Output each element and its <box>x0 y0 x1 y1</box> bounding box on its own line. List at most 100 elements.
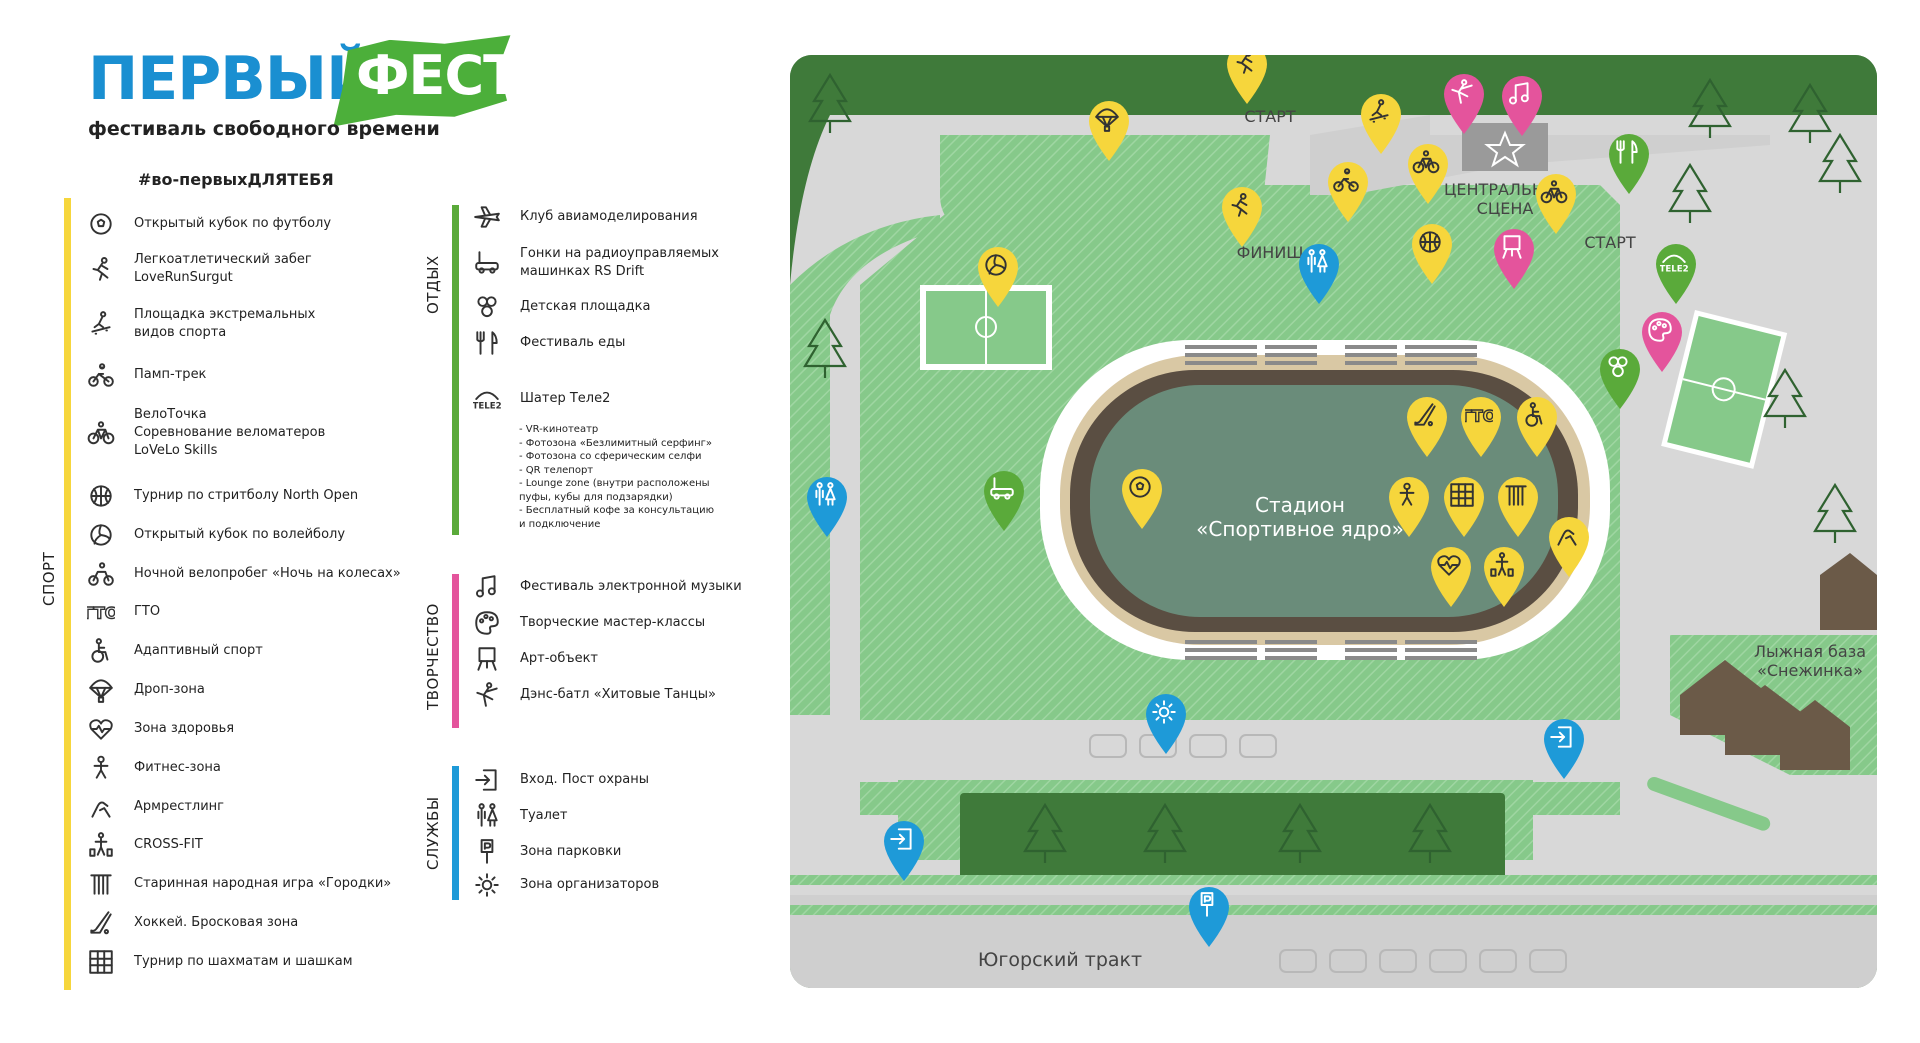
toilet-icon <box>811 481 843 513</box>
legend-item: Туалет <box>472 801 567 831</box>
fitness-icon <box>1393 481 1425 513</box>
basketball-icon <box>1416 228 1448 260</box>
map-pin-kids[interactable] <box>1596 345 1644 411</box>
map-pin-tele2[interactable]: TELE2 <box>1652 240 1700 306</box>
svg-text:TELE2: TELE2 <box>1660 265 1688 275</box>
bmx-icon <box>1332 166 1364 198</box>
skateboard-icon <box>1365 98 1397 130</box>
legend-item: Зона здоровья <box>86 714 234 744</box>
map-pin-parking[interactable] <box>1185 883 1233 949</box>
toilet-icon <box>472 801 502 831</box>
map-label-start-top: СТАРТ <box>1244 107 1296 126</box>
map-pin-food[interactable] <box>1605 130 1653 196</box>
logo-word-fest: ФЕСТ <box>356 44 520 107</box>
entrance-icon <box>472 765 502 795</box>
map-pin-volleyball[interactable] <box>974 243 1022 309</box>
map-pin-gto[interactable]: ГТО <box>1457 393 1505 459</box>
music-icon <box>472 572 502 602</box>
map-pin-gorodki[interactable] <box>1494 473 1542 539</box>
map-pin-entrance[interactable] <box>1540 715 1588 781</box>
map-pin-runner[interactable] <box>1223 55 1271 106</box>
legend-item: Армрестлинг <box>86 792 224 822</box>
map-pin-music[interactable] <box>1498 72 1546 138</box>
legend-item-label: ВелоТочка Соревнование веломатеров LoVeL… <box>134 407 326 458</box>
bmx-icon <box>86 360 116 390</box>
map-pin-gear[interactable] <box>1142 690 1190 756</box>
legend-item: Старинная народная игра «Городки» <box>86 869 391 899</box>
map-pin-runner[interactable] <box>1218 183 1266 249</box>
legend-item-label: Турнир по стритболу North Open <box>134 488 359 503</box>
toilet-icon <box>1303 248 1335 280</box>
volleyball-icon <box>982 251 1014 283</box>
map-pin-parachute[interactable] <box>1085 97 1133 163</box>
logo-word-first: ПЕРВЫЙ <box>88 44 376 114</box>
legend-item: Дроп-зона <box>86 675 205 705</box>
map-pin-entrance[interactable] <box>880 817 928 883</box>
map-pin-toilet[interactable] <box>1295 240 1343 306</box>
legend-item: Гонки на радиоуправляемых машинках RS Dr… <box>472 245 719 281</box>
legend-item: Дэнс-батл «Хитовые Танцы» <box>472 680 716 710</box>
tele2-icon: TELE2 <box>472 384 502 414</box>
legend-item-label: Открытый кубок по волейболу <box>134 527 346 542</box>
legend-item-label: Гонки на радиоуправляемых машинках RS Dr… <box>520 246 719 279</box>
legend-item: Творческие мастер-классы <box>472 608 705 638</box>
football-icon <box>86 209 116 239</box>
parking-icon <box>1193 891 1225 923</box>
svg-text:ГТО: ГТО <box>87 603 115 622</box>
map-pin-fitness[interactable] <box>1385 473 1433 539</box>
armwrestling-icon <box>1553 521 1585 553</box>
map-pin-dance[interactable] <box>1440 70 1488 136</box>
map-pin-bicycle[interactable] <box>1404 140 1452 206</box>
legend-item: Открытый кубок по футболу <box>86 209 331 239</box>
map-pin-bmx[interactable] <box>1324 158 1372 224</box>
map-pin-crossfit[interactable] <box>1480 543 1528 609</box>
rest-category-label: ОТДЫХ <box>424 255 442 314</box>
map-pin-toilet[interactable] <box>803 473 851 539</box>
legend-item-label: Адаптивный спорт <box>134 643 263 658</box>
creative-category-bar <box>452 574 459 728</box>
map-pin-wheelchair[interactable] <box>1513 393 1561 459</box>
legend-item-label: Дроп-зона <box>134 682 205 697</box>
legend-item: Зона парковки <box>472 837 621 867</box>
tele2-tent-notes: - VR-кинотеатр - Фотозона «Безлимитный с… <box>519 424 715 530</box>
legend-item-label: Зона организаторов <box>520 877 660 892</box>
heart-icon <box>1435 551 1467 583</box>
map-pin-armwrestling[interactable] <box>1545 513 1593 579</box>
ski-base-label: Лыжная база «Снежинка» <box>1753 642 1867 680</box>
fitness-icon <box>86 753 116 783</box>
map-pin-palette[interactable] <box>1638 308 1686 374</box>
legend-item-label: Фестиваль еды <box>520 335 626 350</box>
map-pin-rc-car[interactable] <box>980 467 1028 533</box>
map-pin-hockey[interactable] <box>1403 393 1451 459</box>
legend-item-label: Дэнс-батл «Хитовые Танцы» <box>520 687 716 702</box>
map-pin-skateboard[interactable] <box>1357 90 1405 156</box>
festival-logo: ПЕРВЫЙ ФЕСТ фестиваль свободного времени <box>88 38 520 140</box>
legend-item-label: CROSS-FIT <box>134 837 203 852</box>
legend-item-label: Туалет <box>520 808 568 823</box>
gorodki-icon <box>1502 481 1534 513</box>
bicycle-icon <box>1540 178 1572 210</box>
map-pin-easel[interactable] <box>1490 225 1538 291</box>
festival-map[interactable]: СТАРТ ЦЕНТРАЛЬНАЯ СЦЕНА СТАРТ ФИНИШ Стад… <box>790 55 1877 988</box>
legend-item: Открытый кубок по волейболу <box>86 520 345 550</box>
map-label-finish: ФИНИШ <box>1236 243 1304 262</box>
bicycle-icon <box>1412 148 1444 180</box>
map-pin-basketball[interactable] <box>1408 220 1456 286</box>
legend-item: Легкоатлетический забег LoveRunSurgut <box>86 251 312 287</box>
hockey-icon <box>86 908 116 938</box>
rest-category-bar <box>452 205 459 535</box>
parking-icon <box>472 837 502 867</box>
dance-icon <box>1448 78 1480 110</box>
map-pin-bicycle[interactable] <box>1532 170 1580 236</box>
tele2-icon: TELE2 <box>1660 248 1692 280</box>
map-pin-chess[interactable] <box>1440 473 1488 539</box>
wheelchair-icon <box>1521 401 1553 433</box>
easel-icon <box>472 644 502 674</box>
runner-icon <box>1226 191 1258 223</box>
airplane-icon <box>472 202 502 232</box>
dance-icon <box>472 680 502 710</box>
map-pin-heart[interactable] <box>1427 543 1475 609</box>
map-pin-football[interactable] <box>1118 465 1166 531</box>
legend-item-label: Детская площадка <box>520 299 651 314</box>
